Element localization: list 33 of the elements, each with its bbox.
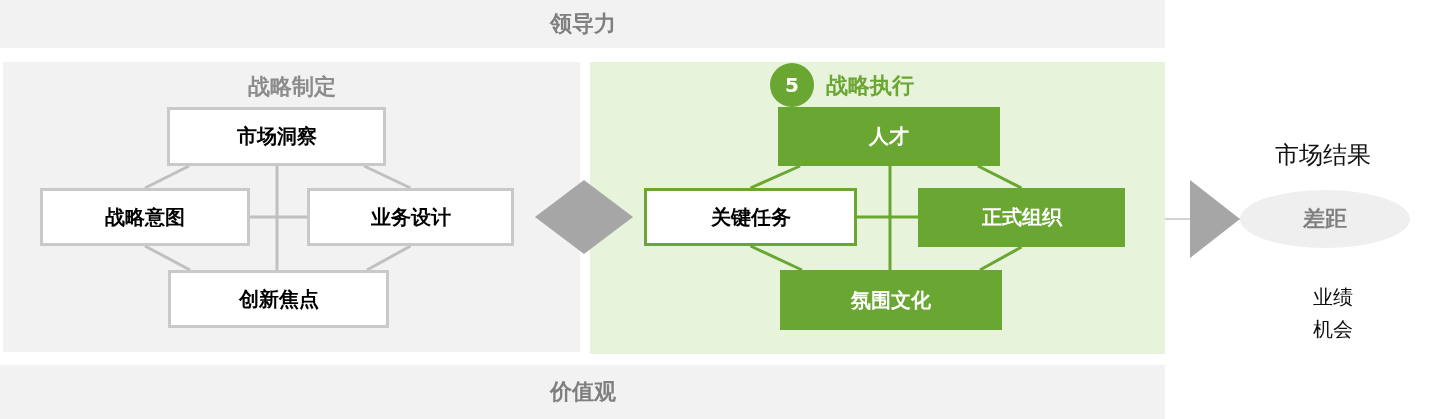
connector-line — [888, 166, 892, 270]
process-box: 氛围文化 — [780, 270, 1002, 330]
text-label: 业绩 — [1313, 283, 1353, 311]
connector-line — [857, 215, 918, 219]
panel-title: 战略执行 — [826, 72, 914, 100]
connector-line — [363, 164, 412, 190]
connector-line — [250, 215, 307, 219]
band: 价值观 — [0, 365, 1165, 419]
panel-title: 战略制定 — [247, 73, 336, 101]
band: 领导力 — [0, 0, 1165, 48]
arrow — [1164, 180, 1241, 258]
process-box: 战略意图 — [40, 188, 250, 246]
connector-line — [977, 164, 1023, 190]
connector-line — [749, 244, 803, 272]
process-box: 创新焦点 — [168, 270, 389, 328]
connector-line — [366, 244, 412, 272]
ellipse-node: 差距 — [1240, 190, 1410, 248]
connector-line — [144, 244, 191, 272]
panel — [3, 62, 580, 352]
connector-line — [979, 245, 1023, 272]
connector-line — [749, 164, 801, 190]
diamond-shape — [535, 180, 633, 254]
process-box: 人才 — [778, 107, 1000, 166]
process-box: 市场洞察 — [167, 107, 386, 166]
connector-line — [144, 164, 190, 190]
process-box: 关键任务 — [644, 188, 857, 246]
text-label: 市场结果 — [1275, 140, 1371, 171]
process-box: 业务设计 — [307, 188, 514, 246]
text-label: 机会 — [1313, 315, 1353, 343]
process-box: 正式组织 — [918, 188, 1125, 247]
number-badge: 5 — [770, 63, 814, 107]
connector-line — [275, 166, 279, 270]
panel — [590, 62, 1165, 354]
